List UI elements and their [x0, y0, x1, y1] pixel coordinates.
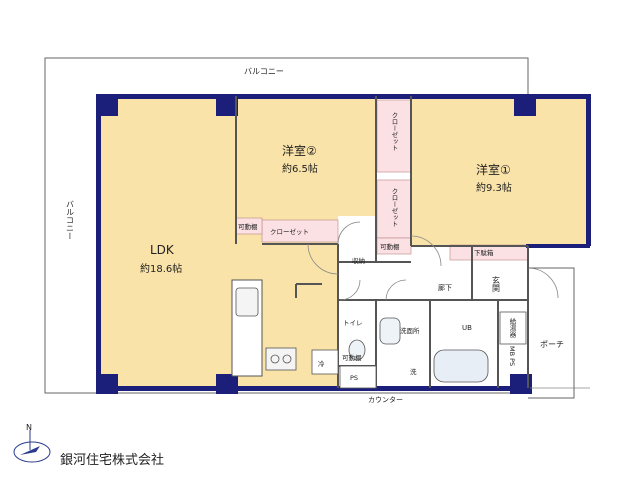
balcony-left-label: バルコニー — [66, 200, 75, 240]
counter-label: カウンター — [368, 395, 403, 404]
fridge-label: 冷 — [318, 359, 325, 368]
porch-outline — [528, 267, 575, 399]
closet-vertical-label-2: クローゼット — [390, 188, 398, 228]
closet-label: クローゼット — [270, 227, 309, 236]
ps-label: PS — [350, 374, 358, 382]
movable-shelf-label-3: 可動棚 — [342, 353, 362, 362]
stove-icon — [265, 347, 297, 371]
western2-name: 洋室② — [282, 143, 317, 158]
entrance-label: 玄関 — [492, 275, 501, 293]
ldk-size: 約18.6帖 — [140, 262, 182, 275]
western1-size: 約9.3帖 — [476, 181, 512, 194]
corridor-label: 廊下 — [438, 283, 452, 292]
western1-name: 洋室① — [476, 162, 511, 177]
storage-label: 収納 — [352, 256, 365, 265]
bathtub-icon — [433, 349, 489, 383]
balcony-top-label: バルコニー — [244, 67, 284, 76]
closet-vertical-label-1: クローゼット — [390, 112, 398, 152]
ub-label: UB — [462, 324, 472, 332]
closet-vertical-1 — [376, 99, 412, 173]
company-name: 銀河住宅株式会社 — [60, 452, 164, 468]
shoebox-label: 下駄箱 — [474, 248, 494, 257]
ldk-name: LDK — [150, 243, 175, 257]
mbps-label: MB PS — [508, 346, 516, 366]
burner-icon — [282, 354, 292, 364]
western2-size: 約6.5帖 — [282, 162, 318, 175]
western1-floor — [410, 96, 588, 246]
wash-label: 洗 — [410, 367, 417, 376]
closet-vertical-2 — [376, 179, 412, 239]
washbasin-icon — [379, 317, 401, 345]
movable-shelf-label-2: 可動棚 — [380, 242, 400, 251]
movable-shelf-label-1: 可動棚 — [238, 222, 258, 231]
porch-label: ポーチ — [540, 340, 564, 349]
ps-box — [339, 365, 377, 389]
compass-north-label: N — [26, 423, 32, 432]
outer-walls — [96, 94, 591, 394]
toilet-label: トイレ — [343, 319, 363, 327]
water-heater-box — [499, 311, 527, 345]
water-heater-label: 給湯器 — [508, 317, 516, 339]
toilet-icon — [348, 339, 366, 361]
columns — [96, 94, 536, 394]
washroom-label: 洗面所 — [400, 326, 420, 335]
western2-floor — [236, 96, 376, 216]
fridge-box — [311, 349, 339, 375]
sink-icon — [235, 287, 259, 317]
burner-icon — [270, 354, 280, 364]
compass-icon — [13, 430, 51, 463]
